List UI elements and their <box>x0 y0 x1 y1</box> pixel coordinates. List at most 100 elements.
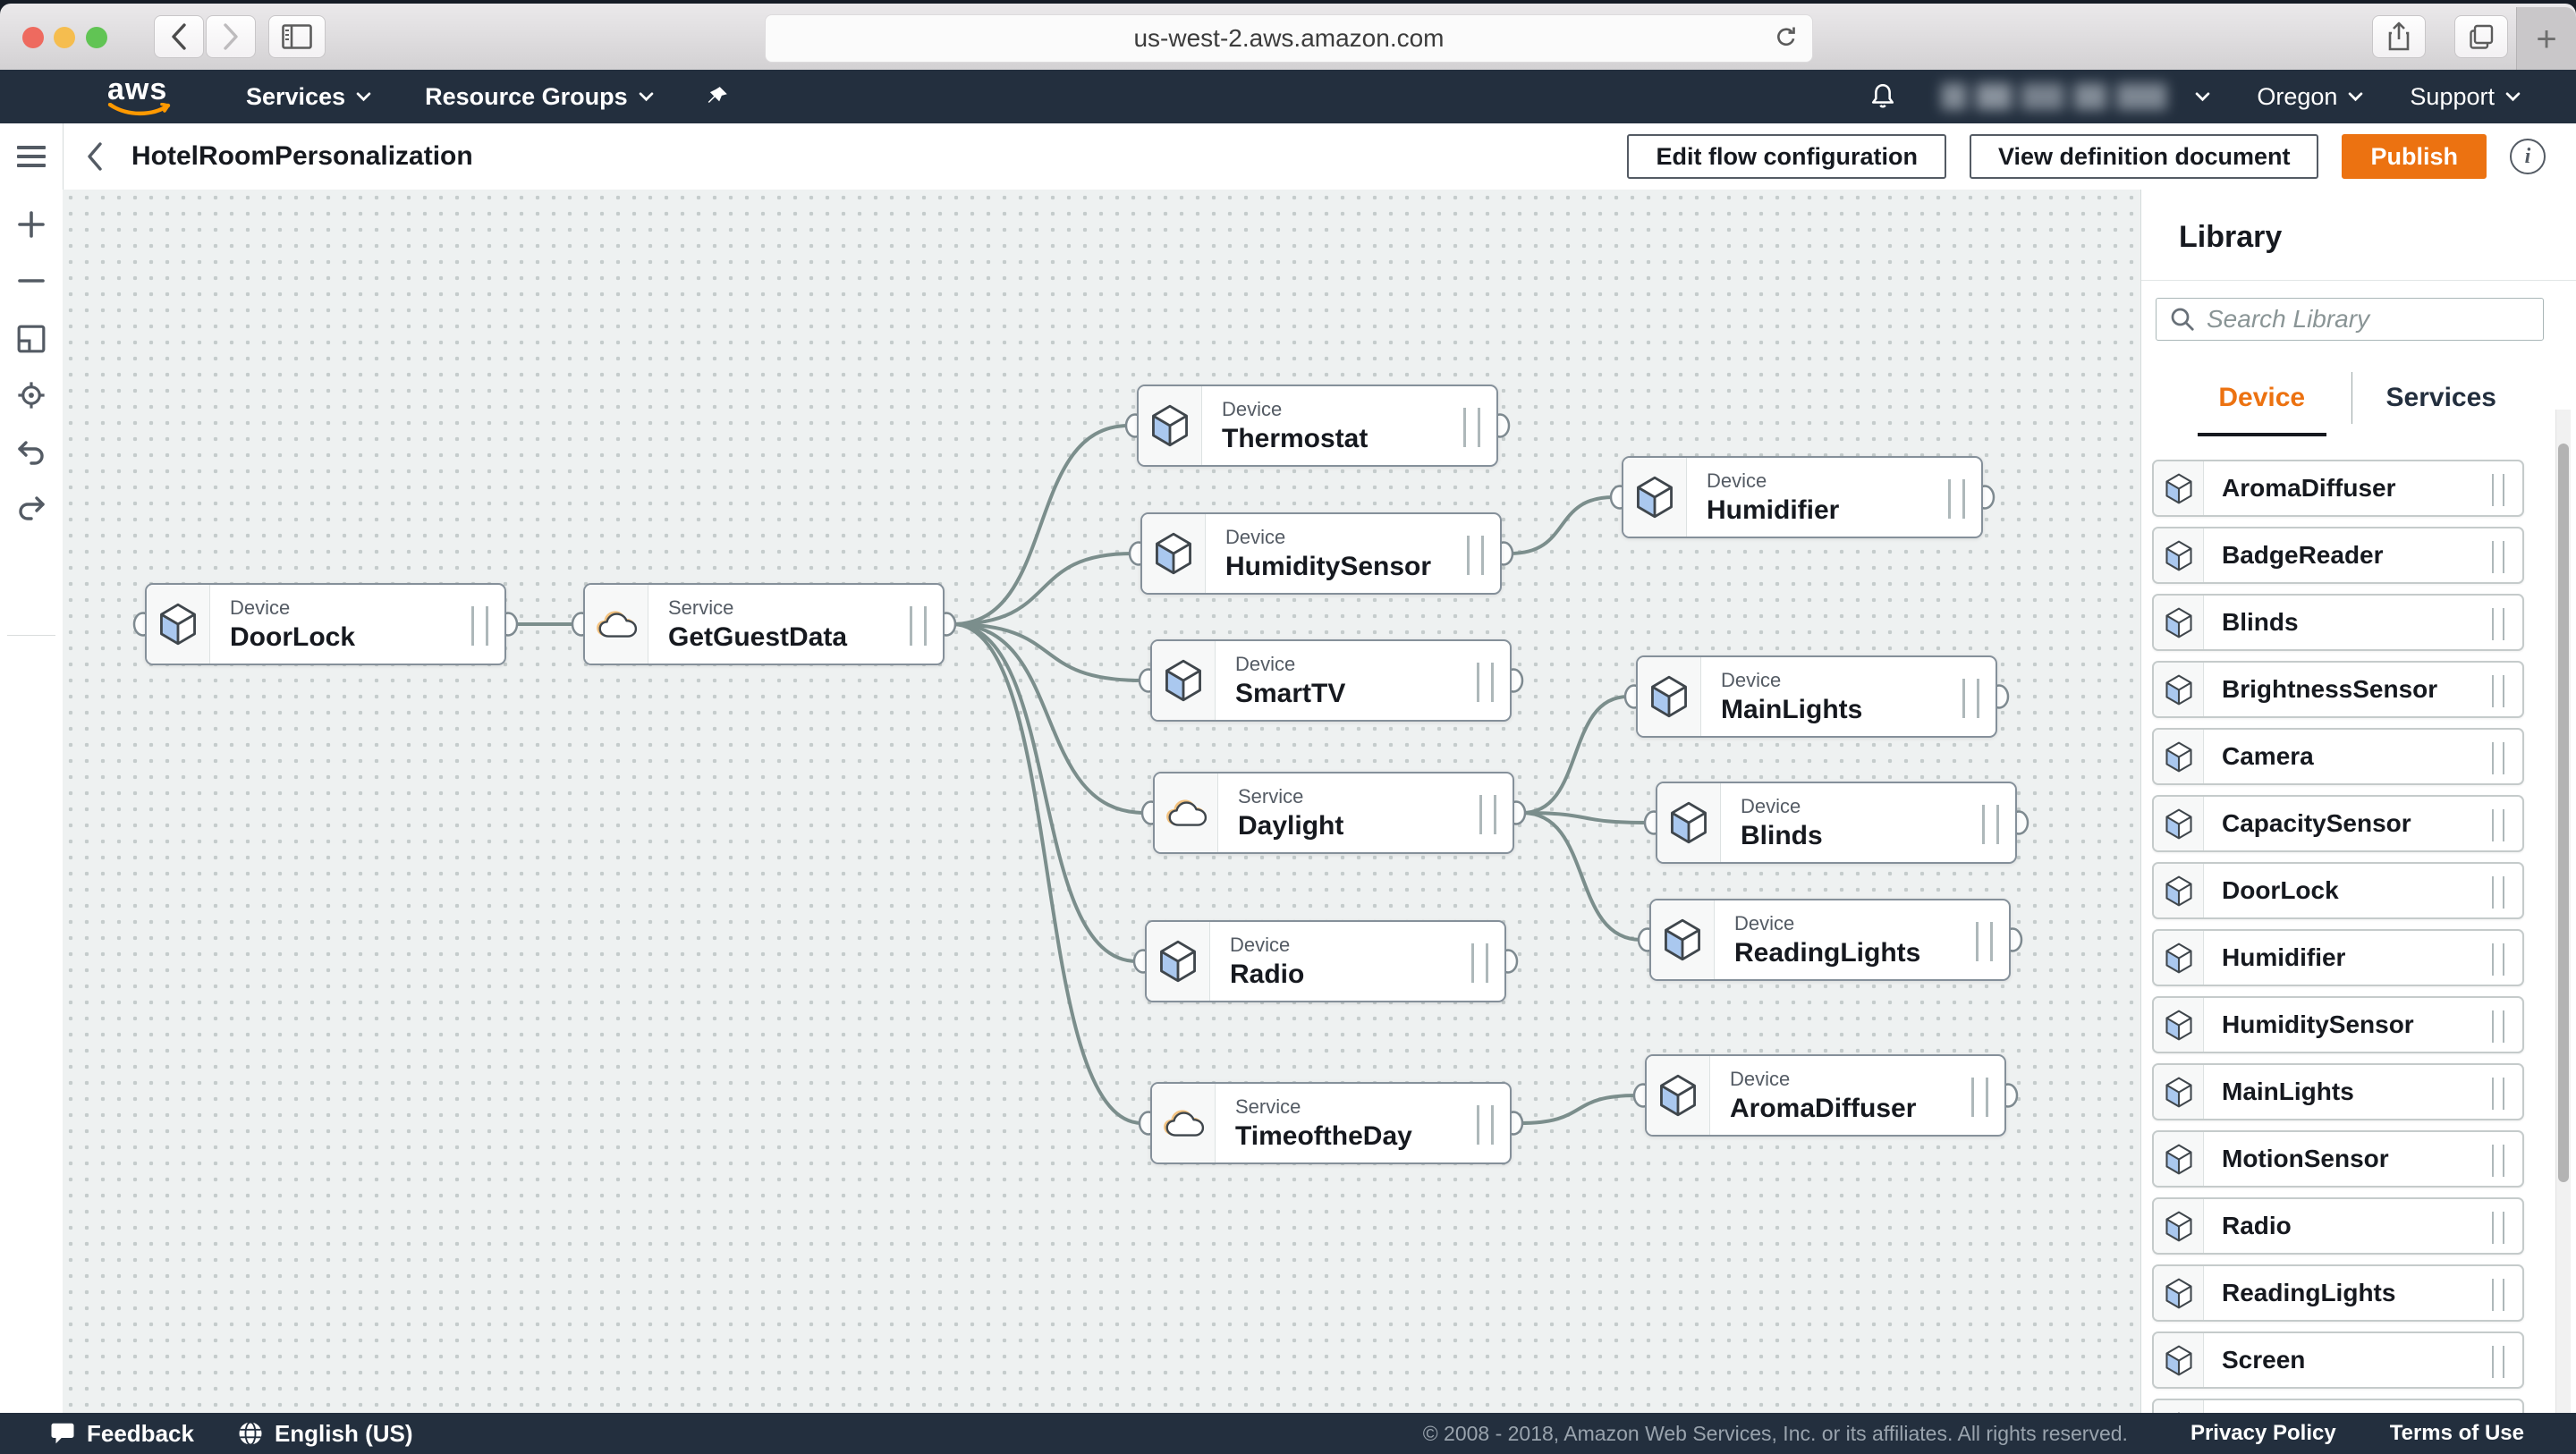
nav-support-menu[interactable]: Support <box>2410 83 2521 111</box>
drag-handle-icon[interactable] <box>2492 742 2504 774</box>
fit-to-screen-button[interactable] <box>0 315 63 363</box>
drag-handle-icon[interactable] <box>2492 1212 2504 1244</box>
new-tab-button[interactable]: + <box>2516 7 2576 72</box>
drag-handle-icon[interactable] <box>1479 795 1496 834</box>
feedback-button[interactable]: Feedback <box>49 1420 194 1448</box>
drag-handle-icon[interactable] <box>2492 809 2504 841</box>
zoom-window-button[interactable] <box>86 27 107 48</box>
nav-notifications-button[interactable] <box>1868 81 1898 112</box>
drag-handle-icon[interactable] <box>1962 679 1979 718</box>
flow-canvas[interactable]: Device DoorLock Service GetGuestData Dev… <box>63 190 2140 1413</box>
flow-node-Radio[interactable]: Device Radio <box>1145 920 1506 1002</box>
flow-node-Blinds[interactable]: Device Blinds <box>1656 782 2017 864</box>
drag-handle-icon[interactable] <box>1976 922 1993 961</box>
library-item-partial[interactable] <box>2152 1399 2524 1413</box>
drag-handle-icon[interactable] <box>471 606 488 646</box>
flow-node-Humidifier[interactable]: Device Humidifier <box>1622 456 1983 538</box>
language-button[interactable]: English (US) <box>237 1420 413 1448</box>
drag-handle-icon[interactable] <box>1463 408 1480 447</box>
info-icon[interactable]: i <box>2510 139 2546 174</box>
library-item-Radio[interactable]: Radio <box>2152 1197 2524 1255</box>
library-item-CapacitySensor[interactable]: CapacitySensor <box>2152 795 2524 852</box>
flow-node-TimeoftheDay[interactable]: Service TimeoftheDay <box>1150 1082 1512 1164</box>
drag-handle-icon[interactable] <box>1982 805 1999 844</box>
library-item-DoorLock[interactable]: DoorLock <box>2152 862 2524 919</box>
flow-node-Thermostat[interactable]: Device Thermostat <box>1137 385 1498 467</box>
flow-node-GetGuestData[interactable]: Service GetGuestData <box>583 583 945 665</box>
redo-button[interactable] <box>0 485 63 533</box>
drag-handle-icon[interactable] <box>2492 1279 2504 1311</box>
nav-region-menu[interactable]: Oregon <box>2257 83 2363 111</box>
drag-handle-icon[interactable] <box>2492 1010 2504 1043</box>
library-item-Camera[interactable]: Camera <box>2152 728 2524 785</box>
nav-account-menu[interactable] <box>1934 83 2210 110</box>
library-item-BrightnessSensor[interactable]: BrightnessSensor <box>2152 661 2524 718</box>
browser-sidebar-button[interactable] <box>268 15 326 58</box>
browser-tabs-button[interactable] <box>2454 15 2508 58</box>
publish-button[interactable]: Publish <box>2342 134 2487 179</box>
drag-handle-icon[interactable] <box>2492 1346 2504 1378</box>
drag-handle-icon[interactable] <box>1467 536 1484 575</box>
flow-node-SmartTV[interactable]: Device SmartTV <box>1150 639 1512 722</box>
back-button[interactable] <box>83 139 105 174</box>
library-item-ReadingLights[interactable]: ReadingLights <box>2152 1264 2524 1322</box>
library-item-Humidifier[interactable]: Humidifier <box>2152 929 2524 986</box>
aws-logo[interactable]: aws <box>107 74 179 117</box>
drag-handle-icon[interactable] <box>2492 541 2504 573</box>
library-item-BadgeReader[interactable]: BadgeReader <box>2152 527 2524 584</box>
view-definition-document-button[interactable]: View definition document <box>1969 134 2319 179</box>
address-bar[interactable]: us-west-2.aws.amazon.com <box>765 14 1813 63</box>
drag-handle-icon[interactable] <box>1971 1078 1988 1117</box>
center-view-button[interactable] <box>0 371 63 419</box>
browser-back-button[interactable] <box>154 15 204 58</box>
drag-handle-icon[interactable] <box>2492 675 2504 707</box>
edit-flow-configuration-button[interactable]: Edit flow configuration <box>1627 134 1946 179</box>
library-search-input[interactable]: Search Library <box>2156 298 2544 341</box>
drag-handle-icon[interactable] <box>2492 943 2504 976</box>
tab-device[interactable]: Device <box>2173 367 2351 436</box>
drag-handle-icon[interactable] <box>1471 943 1488 983</box>
drag-handle-icon[interactable] <box>1477 1105 1494 1145</box>
library-scrollbar-thumb[interactable] <box>2558 444 2569 1182</box>
library-item-Blinds[interactable]: Blinds <box>2152 594 2524 651</box>
minimize-window-button[interactable] <box>54 27 75 48</box>
tab-services[interactable]: Services <box>2385 383 2496 412</box>
library-item-HumiditySensor[interactable]: HumiditySensor <box>2152 996 2524 1053</box>
node-body: Device Thermostat <box>1202 386 1368 465</box>
drag-handle-icon[interactable] <box>2492 1078 2504 1110</box>
flow-node-MainLights[interactable]: Device MainLights <box>1636 655 1997 738</box>
browser-share-button[interactable] <box>2372 15 2426 58</box>
drag-handle-icon[interactable] <box>1477 663 1494 702</box>
drag-handle-icon[interactable] <box>2492 608 2504 640</box>
browser-chrome: us-west-2.aws.amazon.com + <box>0 4 2576 72</box>
drag-handle-icon[interactable] <box>1948 479 1965 519</box>
reload-icon[interactable] <box>1773 24 1800 57</box>
library-item-MainLights[interactable]: MainLights <box>2152 1063 2524 1120</box>
library-item-icon-cell <box>2154 461 2204 515</box>
library-item-AromaDiffuser[interactable]: AromaDiffuser <box>2152 460 2524 517</box>
nav-pin-button[interactable] <box>706 85 729 108</box>
close-window-button[interactable] <box>22 27 44 48</box>
flow-node-ReadingLights[interactable]: Device ReadingLights <box>1649 899 2011 981</box>
flow-node-AromaDiffuser[interactable]: Device AromaDiffuser <box>1645 1054 2006 1137</box>
flow-node-Daylight[interactable]: Service Daylight <box>1153 772 1514 854</box>
library-item-MotionSensor[interactable]: MotionSensor <box>2152 1130 2524 1188</box>
nav-services-menu[interactable]: Services <box>246 83 371 111</box>
drag-handle-icon[interactable] <box>2492 474 2504 506</box>
drag-handle-icon[interactable] <box>2492 876 2504 909</box>
node-icon-cell <box>1623 458 1687 537</box>
privacy-policy-link[interactable]: Privacy Policy <box>2190 1421 2336 1445</box>
nav-resource-groups-menu[interactable]: Resource Groups <box>425 83 654 111</box>
zoom-in-button[interactable] <box>0 200 63 249</box>
browser-forward-button[interactable] <box>206 15 256 58</box>
undo-button[interactable] <box>0 429 63 478</box>
zoom-out-button[interactable] <box>0 257 63 305</box>
drag-handle-icon[interactable] <box>2492 1145 2504 1177</box>
flow-node-DoorLock[interactable]: Device DoorLock <box>145 583 506 665</box>
terms-of-use-link[interactable]: Terms of Use <box>2389 1421 2524 1445</box>
menu-toggle-button[interactable] <box>0 123 64 190</box>
flow-node-HumiditySensor[interactable]: Device HumiditySensor <box>1140 512 1502 595</box>
library-item-Screen[interactable]: Screen <box>2152 1331 2524 1389</box>
library-scrollbar-track[interactable] <box>2555 410 2571 1413</box>
drag-handle-icon[interactable] <box>910 606 927 646</box>
